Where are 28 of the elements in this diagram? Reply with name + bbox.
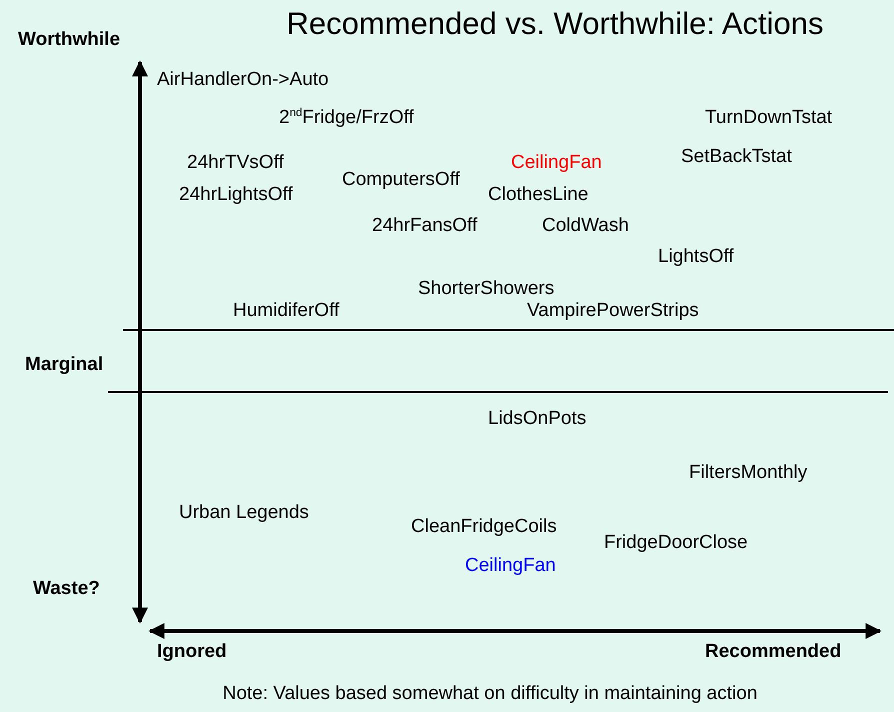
axis-label: Marginal (25, 354, 104, 376)
action-label: AirHandlerOn->Auto (157, 69, 329, 91)
action-label: ColdWash (542, 215, 629, 237)
action-label: CeilingFan (511, 152, 602, 174)
action-label: ShorterShowers (418, 278, 554, 300)
action-label: LidsOnPots (488, 408, 586, 430)
action-label: TurnDownTstat (705, 107, 832, 129)
action-label: HumidiferOff (233, 300, 340, 322)
axis-label: Ignored (157, 641, 227, 663)
action-label: ClothesLine (488, 184, 588, 206)
action-label: CleanFridgeCoils (411, 516, 557, 538)
action-label: 24hrLightsOff (179, 184, 293, 206)
action-label: 24hrFansOff (372, 215, 478, 237)
action-label: LightsOff (658, 246, 734, 268)
action-label: VampirePowerStrips (527, 300, 699, 322)
action-label: FiltersMonthly (689, 462, 808, 484)
note-text: Note: Values based somewhat on difficulty in maintaining action (222, 683, 758, 705)
action-label: Urban Legends (179, 502, 309, 524)
action-label: SetBackTstat (681, 146, 792, 168)
action-label: CeilingFan (465, 555, 556, 577)
action-label: 24hrTVsOff (187, 152, 284, 174)
axis-label: Recommended (705, 641, 842, 663)
axis-label: Waste? (33, 578, 100, 600)
action-label: 2$^{nd}$Fridge/FrzOff (279, 106, 414, 130)
chart-title: Recommended vs. Worthwhile: Actions (286, 6, 824, 42)
axis-label: Worthwhile (18, 29, 120, 51)
action-label: ComputersOff (342, 169, 460, 191)
action-label: FridgeDoorClose (604, 532, 748, 554)
